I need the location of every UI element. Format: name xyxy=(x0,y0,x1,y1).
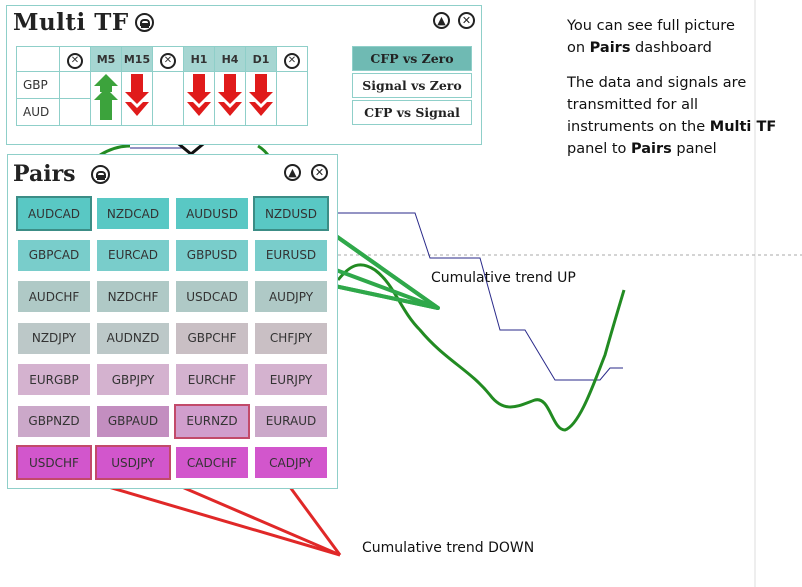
signal-cell xyxy=(183,71,215,126)
pair-button-cadchf[interactable]: CADCHF xyxy=(174,445,250,480)
up-arrow-icon xyxy=(94,74,118,120)
pair-button-audcad[interactable]: AUDCAD xyxy=(16,196,92,231)
close-icon[interactable]: ✕ xyxy=(458,12,475,29)
mode-cfp-vs-signal-button[interactable]: CFP vs Signal xyxy=(352,100,472,125)
minimize-icon[interactable]: ▲ xyxy=(284,164,301,181)
pair-button-gbpnzd[interactable]: GBPNZD xyxy=(16,403,92,439)
pair-button-nzdcad[interactable]: NZDCAD xyxy=(95,196,171,231)
mode-cfp-vs-zero-button[interactable]: CFP vs Zero xyxy=(352,46,472,71)
symbol-aud: AUD xyxy=(16,98,60,126)
signal-cell xyxy=(59,98,91,126)
down-arrow-icon xyxy=(187,74,211,116)
pair-button-eurusd[interactable]: EURUSD xyxy=(253,237,329,273)
close-col-icon[interactable]: ✕ xyxy=(152,46,184,72)
note-full-picture: You can see full picture on Pairs dashbo… xyxy=(567,15,797,59)
signal-grid: ✕ M5 M15 ✕ H1 H4 D1 ✕ GBP xyxy=(16,46,308,126)
pair-button-gbpchf[interactable]: GBPCHF xyxy=(174,320,250,356)
note-line: instruments on the Multi TF xyxy=(567,119,777,135)
pair-button-gbpusd[interactable]: GBPUSD xyxy=(174,237,250,273)
pair-button-chfjpy[interactable]: CHFJPY xyxy=(253,320,329,356)
mode-selector: CFP vs Zero Signal vs Zero CFP vs Signal xyxy=(352,46,472,127)
mode-signal-vs-zero-button[interactable]: Signal vs Zero xyxy=(352,73,472,98)
note-line: on Pairs dashboard xyxy=(567,40,712,56)
pair-button-gbpaud[interactable]: GBPAUD xyxy=(95,403,171,439)
down-arrow-icon xyxy=(218,74,242,116)
grid-corner xyxy=(16,46,60,72)
tf-header-d1[interactable]: D1 xyxy=(245,46,277,72)
minimize-icon[interactable]: ▲ xyxy=(433,12,450,29)
signal-cell xyxy=(90,71,122,126)
close-row-icon[interactable]: ✕ xyxy=(59,46,91,72)
multi-tf-panel: Multi TF ▲ ✕ ✕ M5 M15 ✕ H1 H4 D1 ✕ GBP xyxy=(6,5,482,145)
down-arrow-icon xyxy=(249,74,273,116)
note-line: panel to Pairs panel xyxy=(567,141,717,157)
close-col-icon[interactable]: ✕ xyxy=(276,46,308,72)
signal-cell xyxy=(121,71,153,126)
pair-button-audchf[interactable]: AUDCHF xyxy=(16,279,92,314)
pair-button-audusd[interactable]: AUDUSD xyxy=(174,196,250,231)
tf-header-m5[interactable]: M5 xyxy=(90,46,122,72)
unlock-icon[interactable] xyxy=(135,13,154,32)
pair-button-usdjpy[interactable]: USDJPY xyxy=(95,445,171,480)
pair-button-audnzd[interactable]: AUDNZD xyxy=(95,320,171,356)
multi-tf-title: Multi TF xyxy=(13,9,129,36)
pair-button-eurcad[interactable]: EURCAD xyxy=(95,237,171,273)
pair-button-nzdchf[interactable]: NZDCHF xyxy=(95,279,171,314)
trend-down-label: Cumulative trend DOWN xyxy=(362,540,535,556)
pair-button-cadjpy[interactable]: CADJPY xyxy=(253,445,329,480)
pair-button-eurjpy[interactable]: EURJPY xyxy=(253,362,329,397)
pairs-title: Pairs xyxy=(13,161,76,187)
note-line: You can see full picture xyxy=(567,18,735,34)
pair-button-audjpy[interactable]: AUDJPY xyxy=(253,279,329,314)
tf-header-h4[interactable]: H4 xyxy=(214,46,246,72)
pair-button-gbpjpy[interactable]: GBPJPY xyxy=(95,362,171,397)
pair-button-usdcad[interactable]: USDCAD xyxy=(174,279,250,314)
signal-cell xyxy=(152,71,184,126)
unlock-icon[interactable] xyxy=(91,165,110,184)
cumulative-line xyxy=(336,263,626,432)
signal-cell xyxy=(245,71,277,126)
pair-button-eurnzd[interactable]: EURNZD xyxy=(174,403,250,439)
pair-button-euraud[interactable]: EURAUD xyxy=(253,403,329,439)
pair-button-eurchf[interactable]: EURCHF xyxy=(174,362,250,397)
symbol-gbp: GBP xyxy=(16,71,60,99)
trend-up-label: Cumulative trend UP xyxy=(431,270,576,286)
signal-cell xyxy=(214,71,246,126)
signal-cell xyxy=(276,71,308,126)
tf-header-h1[interactable]: H1 xyxy=(183,46,215,72)
pair-button-gbpcad[interactable]: GBPCAD xyxy=(16,237,92,273)
close-icon[interactable]: ✕ xyxy=(311,164,328,181)
note-transmission: The data and signals are transmitted for… xyxy=(567,72,797,160)
tf-header-m15[interactable]: M15 xyxy=(121,46,153,72)
signal-line xyxy=(330,212,623,381)
signal-cell xyxy=(59,71,91,99)
pair-button-nzdjpy[interactable]: NZDJPY xyxy=(16,320,92,356)
pair-button-nzdusd[interactable]: NZDUSD xyxy=(253,196,329,231)
note-line: The data and signals are xyxy=(567,75,747,91)
trend-down-pointer xyxy=(87,479,341,557)
pair-button-usdchf[interactable]: USDCHF xyxy=(16,445,92,480)
down-arrow-icon xyxy=(125,74,149,116)
note-line: transmitted for all xyxy=(567,97,699,113)
pair-button-eurgbp[interactable]: EURGBP xyxy=(16,362,92,397)
